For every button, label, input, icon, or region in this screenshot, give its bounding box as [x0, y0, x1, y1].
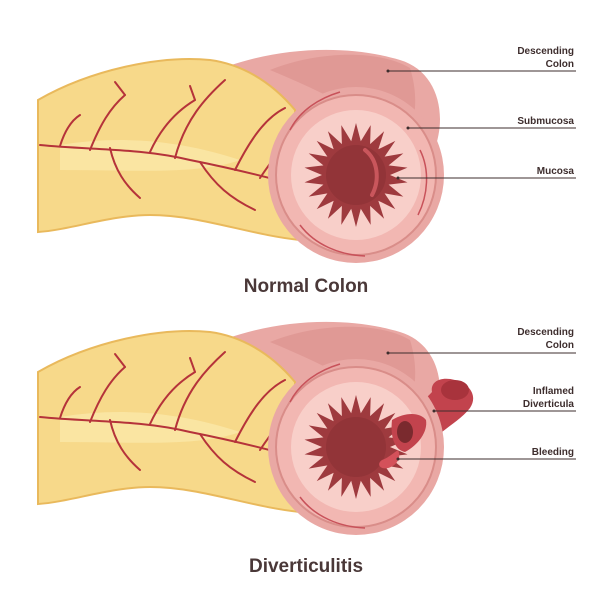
inflamed-diverticula-label-line1: Inflamed [533, 386, 574, 397]
bleeding-label: Bleeding [532, 447, 574, 458]
normal-descending-label-line2: Colon [546, 59, 574, 70]
normal-lumen-highlight [363, 148, 379, 197]
diverticulitis-illustration: Descending Colon Inflamed Diverticula Bl… [37, 321, 576, 577]
divert-label-lines [388, 352, 576, 460]
normal-descending-label-line1: Descending [517, 46, 574, 57]
divert-ring-vessels [289, 363, 366, 529]
normal-fat-highlight [60, 140, 240, 171]
normal-ring-vessels [289, 91, 428, 257]
inflamed-diverticula-label-line2: Diverticula [523, 399, 575, 410]
normal-submucosa-label: Submucosa [517, 116, 574, 127]
normal-colon-illustration: Descending Colon Submucosa Mucosa Normal… [37, 46, 576, 297]
inflamed-diverticulum-tip [441, 380, 469, 400]
normal-mucosa-label: Mucosa [537, 166, 575, 177]
normal-colon-title: Normal Colon [244, 276, 369, 297]
divert-blood-vessels [39, 351, 296, 483]
diverticulitis-title: Diverticulitis [249, 556, 363, 577]
divert-lumen-core [326, 417, 386, 477]
normal-label-lines [388, 70, 576, 179]
divert-lumen [304, 395, 408, 499]
divert-descending-label-line1: Descending [517, 327, 574, 338]
normal-lumen [304, 123, 408, 227]
inflamed-opening-dark [397, 421, 413, 443]
bleeding-mark [379, 450, 400, 469]
divert-fat-highlight [60, 412, 240, 443]
divert-descending-label-line2: Colon [546, 340, 574, 351]
